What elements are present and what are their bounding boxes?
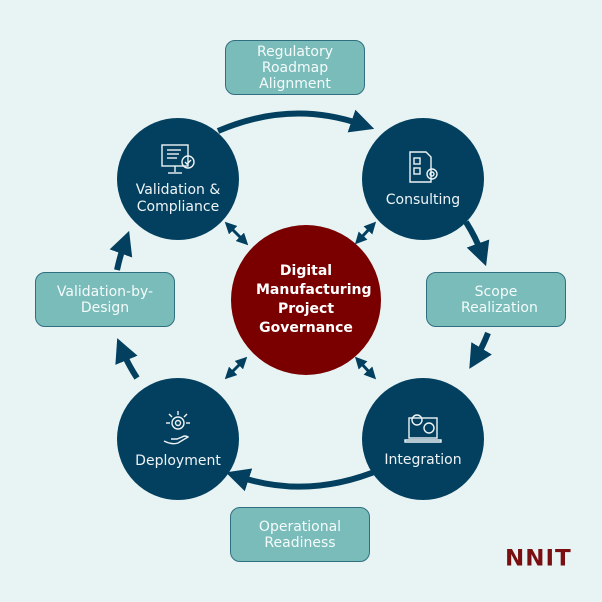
center-label: Digital Manufacturing Project Governance (256, 263, 372, 336)
link-deployment-center (224, 356, 248, 380)
monitor-checklist-icon (161, 144, 195, 174)
transition-validation-by-design: Validation-by-Design (35, 272, 175, 327)
arrow-right-upper (463, 220, 490, 267)
link-integration-center (354, 356, 377, 380)
stage-label: Validation & Compliance (135, 182, 221, 215)
stage-consulting: Consulting (362, 118, 484, 240)
stage-integration: Integration (362, 378, 484, 500)
arrow-bottom (225, 465, 386, 492)
hand-gear-icon (163, 410, 190, 444)
transition-label: Operational Readiness (258, 518, 342, 551)
transition-regulatory-roadmap: Regulatory Roadmap Alignment (225, 40, 365, 95)
link-validation-center (224, 221, 249, 246)
arrow-top (216, 109, 375, 134)
stage-label: Deployment (135, 452, 221, 469)
transition-scope-realization: Scope Realization (426, 272, 566, 327)
stage-validation-compliance: Validation & Compliance (117, 118, 239, 240)
arrow-right-lower (469, 331, 492, 369)
transition-label: Validation-by-Design (56, 283, 154, 316)
transition-label: Scope Realization (461, 283, 538, 316)
arrow-left-lower (115, 338, 140, 380)
stage-deployment: Deployment (117, 378, 239, 500)
center-governance: Digital Manufacturing Project Governance (231, 225, 381, 375)
nnit-logo: NNIT (505, 546, 572, 572)
transition-operational-readiness: Operational Readiness (230, 507, 370, 562)
link-consulting-center (354, 221, 377, 245)
stage-label: Consulting (385, 191, 461, 208)
arrow-left-upper (109, 230, 133, 271)
stage-label: Integration (384, 451, 462, 468)
document-gear-icon (409, 150, 438, 183)
transition-label: Regulatory Roadmap Alignment (256, 43, 334, 92)
laptop-gears-icon (404, 413, 442, 443)
